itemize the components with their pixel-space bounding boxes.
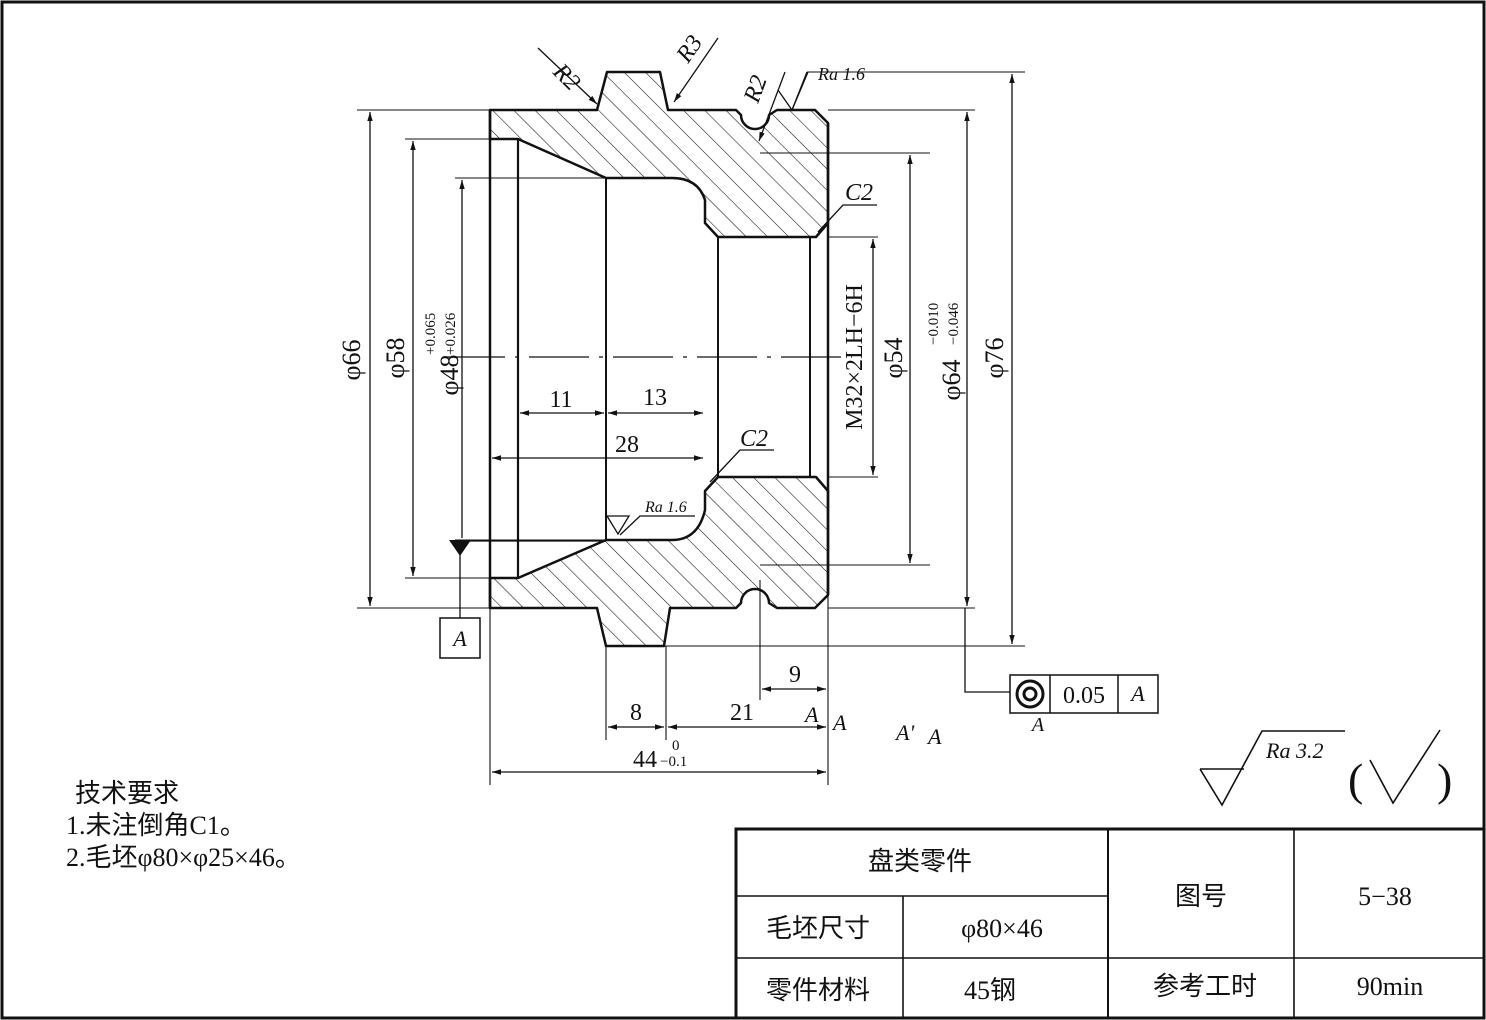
leader-r2-left	[537, 47, 598, 105]
d64-tol-lower: −0.046	[946, 302, 962, 345]
time-value: 90min	[1357, 972, 1423, 1001]
leader-c2-bottom	[709, 449, 774, 483]
ref-a1: A	[803, 702, 819, 727]
blank-size-label: 毛坯尺寸	[766, 914, 870, 943]
ref-a2: A	[831, 710, 847, 735]
d64-tol-upper: −0.010	[926, 303, 942, 345]
surface-finish-icon	[1199, 730, 1345, 807]
len-8-label: 8	[630, 700, 642, 726]
r2-groove-label: R2	[739, 72, 773, 107]
ref-a3: A'	[894, 720, 914, 745]
len-44-tol-upper: 0	[672, 738, 680, 754]
len-44-tol-lower: −0.1	[660, 754, 687, 770]
datum-box	[439, 617, 481, 659]
d48-label: φ48	[435, 354, 464, 395]
title-block	[734, 827, 1486, 1020]
extension-lines	[357, 71, 1025, 785]
d48-tol-lower: +0.026	[443, 312, 459, 355]
len-21-label: 21	[730, 700, 754, 726]
blank-size-value: φ80×46	[961, 914, 1043, 943]
ra-top-symbol	[777, 71, 808, 112]
c2-top-label: C2	[845, 180, 873, 206]
len-9-label: 9	[789, 662, 801, 688]
leader-r3	[673, 37, 719, 103]
len-28-label: 28	[615, 432, 639, 458]
ref-a4: A	[926, 724, 942, 749]
general-ra-label: Ra 3.2	[1265, 738, 1323, 763]
section-bottom	[488, 475, 830, 648]
tolerance-datum: A	[1129, 681, 1145, 706]
paren-close: )	[1437, 754, 1452, 805]
leader-ra-bore	[619, 515, 695, 536]
material-value: 45钢	[964, 976, 1016, 1005]
technical-notes: 技术要求 1.未注倒角C1。 2.毛坯φ80×φ25×46。	[66, 779, 301, 872]
tolerance-below-label: A	[1030, 714, 1045, 736]
datum-label: A	[451, 626, 467, 651]
ra-bore-label: Ra 1.6	[644, 499, 687, 516]
ra-top-label: Ra 1.6	[817, 64, 865, 84]
len-44-label: 44	[633, 747, 657, 773]
c2-bottom-label: C2	[740, 426, 768, 452]
general-surface-finish: Ra 3.2 ( )	[1199, 729, 1452, 807]
material-label: 零件材料	[766, 976, 870, 1005]
dimension-lines	[367, 74, 1015, 775]
thread-label: M32×2LH−6H	[842, 284, 868, 430]
d54-label: φ54	[879, 337, 908, 378]
tolerance-frame: 0.05 A A	[1009, 674, 1159, 736]
part-section	[445, 70, 852, 648]
tolerance-value: 0.05	[1063, 683, 1105, 709]
paren-open: (	[1348, 754, 1363, 805]
notes-line-1: 1.未注倒角C1。	[66, 811, 246, 840]
r3-label: R3	[671, 31, 708, 69]
len-11-label: 11	[549, 387, 572, 413]
notes-line-2: 2.毛坯φ80×φ25×46。	[66, 843, 301, 872]
drawing-no-value: 5−38	[1358, 882, 1412, 911]
ra-bore-symbol	[606, 515, 631, 536]
leader-r2-groove	[758, 71, 786, 142]
title-block-text: 盘类零件 毛坯尺寸 φ80×46 零件材料 45钢 图号 5−38 参考工时 9…	[766, 847, 1423, 1005]
leader-c2-top	[817, 204, 877, 233]
d48-tol-upper: +0.065	[423, 313, 439, 355]
concentricity-icon	[1015, 679, 1045, 709]
drawing-no-label: 图号	[1175, 882, 1227, 911]
d58-label: φ58	[381, 337, 410, 378]
part-name: 盘类零件	[868, 847, 972, 876]
surface-finish-marks	[606, 71, 808, 536]
notes-title: 技术要求	[75, 779, 179, 808]
len-13-label: 13	[643, 385, 667, 411]
d66-label: φ66	[337, 339, 366, 380]
d64-label: φ64	[937, 359, 966, 400]
leader-tolerance	[964, 608, 1010, 693]
time-label: 参考工时	[1153, 972, 1257, 1001]
datum-triangle	[449, 540, 471, 556]
r2-left-label: R2	[547, 58, 585, 96]
section-top	[488, 70, 830, 239]
d76-label: φ76	[980, 337, 1009, 378]
check-mark-icon	[1369, 729, 1441, 805]
